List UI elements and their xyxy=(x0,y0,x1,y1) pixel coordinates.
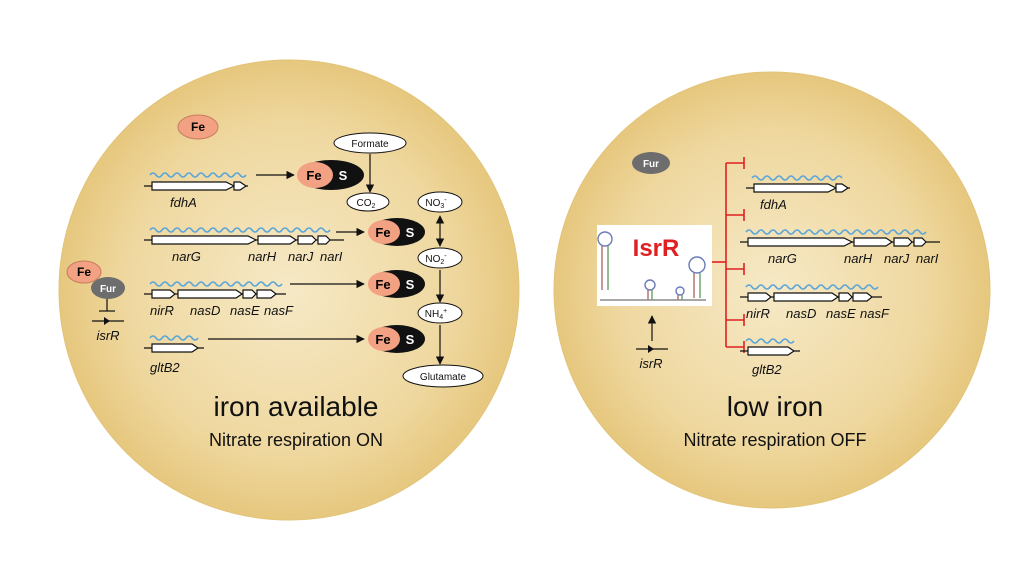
fes-cluster-glt: Fe S xyxy=(368,325,425,353)
svg-text:narH: narH xyxy=(844,251,873,266)
svg-text:S: S xyxy=(406,277,415,292)
fes-cluster-fdh: Fe S xyxy=(297,160,364,190)
fes-cluster-nar: Fe S xyxy=(368,218,425,246)
svg-text:narI: narI xyxy=(320,249,343,264)
isrr-repression-lines xyxy=(712,157,745,353)
svg-text:nasD: nasD xyxy=(190,303,220,318)
gltb2-gene-left: gltB2 xyxy=(144,334,365,375)
svg-text:Glutamate: Glutamate xyxy=(420,372,467,383)
isrr-label: IsrR xyxy=(633,235,680,262)
svg-text:narJ: narJ xyxy=(884,251,910,266)
svg-text:narG: narG xyxy=(768,251,797,266)
svg-text:nasF: nasF xyxy=(860,306,890,321)
nar-operon: narG narH narJ narI xyxy=(144,227,365,264)
svg-text:Fe: Fe xyxy=(375,332,390,347)
svg-text:Fe: Fe xyxy=(375,225,390,240)
svg-text:narG: narG xyxy=(172,249,201,264)
fdha-operon-right: fdhA xyxy=(746,175,850,212)
svg-text:isrR: isrR xyxy=(96,328,119,343)
svg-text:nasD: nasD xyxy=(786,306,816,321)
svg-text:gltB2: gltB2 xyxy=(150,360,180,375)
left-panel-subtitle: Nitrate respiration ON xyxy=(209,430,383,450)
svg-text:narH: narH xyxy=(248,249,277,264)
svg-text:NO2-: NO2- xyxy=(425,253,447,266)
svg-text:fdhA: fdhA xyxy=(760,197,787,212)
svg-text:NO3-: NO3- xyxy=(425,197,447,210)
svg-text:S: S xyxy=(406,225,415,240)
svg-text:fdhA: fdhA xyxy=(170,195,197,210)
svg-text:Fe: Fe xyxy=(375,277,390,292)
isrr-rna-panel: IsrR xyxy=(597,225,712,306)
svg-text:nasF: nasF xyxy=(264,303,294,318)
svg-text:nasE: nasE xyxy=(826,306,856,321)
formate-pathway: Formate CO2 xyxy=(333,132,407,212)
svg-text:Formate: Formate xyxy=(351,139,389,150)
svg-text:NH4+: NH4+ xyxy=(425,308,447,321)
svg-text:nirR: nirR xyxy=(150,303,174,318)
svg-text:isrR: isrR xyxy=(639,356,662,371)
svg-text:nirR: nirR xyxy=(746,306,770,321)
svg-text:Fe: Fe xyxy=(77,265,91,279)
svg-text:S: S xyxy=(339,168,348,183)
svg-text:Fe: Fe xyxy=(191,120,205,134)
free-fe-ion: Fe xyxy=(177,114,219,140)
nar-operon-right: narG narH narJ narI xyxy=(740,229,940,266)
fur-fe-repressor: Fur Fe xyxy=(66,260,125,312)
nitrogen-pathway: NO3- NO2- NH4+ Glutamate xyxy=(402,191,484,388)
nas-operon-right: nirR nasD nasE nasF xyxy=(740,284,890,321)
left-panel-title: iron available xyxy=(214,391,379,422)
isrr-gene-right: isrR xyxy=(636,315,668,371)
svg-text:Fur: Fur xyxy=(100,284,116,295)
free-fur-protein: Fur xyxy=(632,152,670,174)
svg-text:S: S xyxy=(406,332,415,347)
nas-operon: nirR nasD nasE nasF xyxy=(144,279,365,318)
svg-text:CO2: CO2 xyxy=(357,198,376,210)
svg-text:narI: narI xyxy=(916,251,939,266)
gltb2-gene-right: gltB2 xyxy=(740,338,800,377)
right-panel-title: low iron xyxy=(727,391,823,422)
svg-text:gltB2: gltB2 xyxy=(752,362,782,377)
isrr-gene-left: isrR xyxy=(92,317,124,343)
right-panel-subtitle: Nitrate respiration OFF xyxy=(683,430,866,450)
right-cell xyxy=(553,71,991,509)
svg-text:Fur: Fur xyxy=(643,159,659,170)
left-cell xyxy=(58,59,520,521)
fdha-operon: fdhA xyxy=(144,170,295,210)
svg-text:nasE: nasE xyxy=(230,303,260,318)
fes-cluster-nas: Fe S xyxy=(368,270,425,298)
svg-text:narJ: narJ xyxy=(288,249,314,264)
svg-text:Fe: Fe xyxy=(306,168,321,183)
